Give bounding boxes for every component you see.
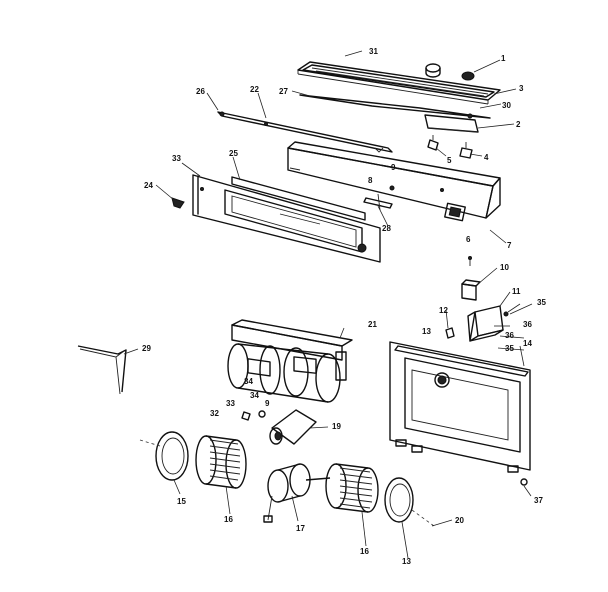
callout-13b: 13 (402, 557, 411, 566)
callout-32: 32 (210, 409, 219, 418)
back-panel (389, 341, 531, 473)
callout-34a: 34 (250, 391, 259, 400)
small-hardware-parts (241, 410, 266, 421)
callout-36b: 36 (505, 331, 514, 340)
callout-9b: 9 (265, 399, 270, 408)
callout-30: 30 (502, 101, 511, 110)
right-ring-part (384, 477, 435, 527)
callout-4: 4 (484, 153, 489, 162)
callout-11: 11 (512, 287, 521, 296)
callout-29: 29 (142, 344, 151, 353)
callout-22: 22 (250, 85, 259, 94)
callout-10: 10 (500, 263, 509, 272)
small-bracket-part (424, 113, 479, 133)
right-blower-wheel (325, 463, 379, 513)
callout-28: 28 (382, 224, 391, 233)
clip-part (445, 327, 455, 339)
motor-part (263, 463, 331, 523)
left-ring-part (139, 431, 189, 481)
callout-26: 26 (196, 87, 205, 96)
left-blower-wheel (195, 435, 247, 489)
callout-35b: 35 (505, 344, 514, 353)
long-rod-part (217, 111, 393, 153)
callout-6: 6 (466, 235, 471, 244)
callout-37: 37 (534, 496, 543, 505)
flat-plate-part (299, 94, 491, 119)
corner-screw-part (520, 478, 528, 486)
callout-24: 24 (144, 181, 153, 190)
callout-21: 21 (368, 320, 377, 329)
callout-34b: 34 (244, 377, 253, 386)
callout-labels: 31 1 3 30 2 4 5 27 22 26 33 25 24 8 9 28… (142, 47, 546, 566)
callout-16b: 16 (360, 547, 369, 556)
mount-bracket-part (363, 193, 393, 211)
capacitor-part (269, 409, 317, 445)
callout-1: 1 (501, 54, 506, 63)
wire-harness-part (77, 345, 127, 395)
screw-part (171, 197, 185, 209)
callout-19: 19 (332, 422, 341, 431)
callout-33b: 33 (226, 399, 235, 408)
leader-lines (123, 50, 533, 559)
callout-36a: 36 (523, 320, 532, 329)
blower-housing (227, 319, 353, 403)
callout-2: 2 (516, 120, 521, 129)
callout-20: 20 (455, 516, 464, 525)
callout-3: 3 (519, 84, 524, 93)
callout-35a: 35 (537, 298, 546, 307)
callout-15: 15 (177, 497, 186, 506)
callout-12: 12 (439, 306, 448, 315)
knob-part (425, 63, 475, 81)
terminal-part (427, 135, 473, 159)
callout-5: 5 (447, 156, 452, 165)
callout-13a: 13 (422, 327, 431, 336)
callout-33: 33 (172, 154, 181, 163)
callout-7: 7 (507, 241, 512, 250)
relay-part (461, 256, 481, 301)
front-panel (192, 174, 381, 263)
callout-14: 14 (523, 339, 532, 348)
main-housing (287, 141, 501, 222)
callout-31: 31 (369, 47, 378, 56)
callout-25: 25 (229, 149, 238, 158)
top-filter-frame (297, 61, 501, 105)
callout-9: 9 (391, 163, 396, 172)
callout-17: 17 (296, 524, 305, 533)
switch-box-part (467, 305, 509, 342)
callout-16a: 16 (224, 515, 233, 524)
callout-27: 27 (279, 87, 288, 96)
callout-8: 8 (368, 176, 373, 185)
